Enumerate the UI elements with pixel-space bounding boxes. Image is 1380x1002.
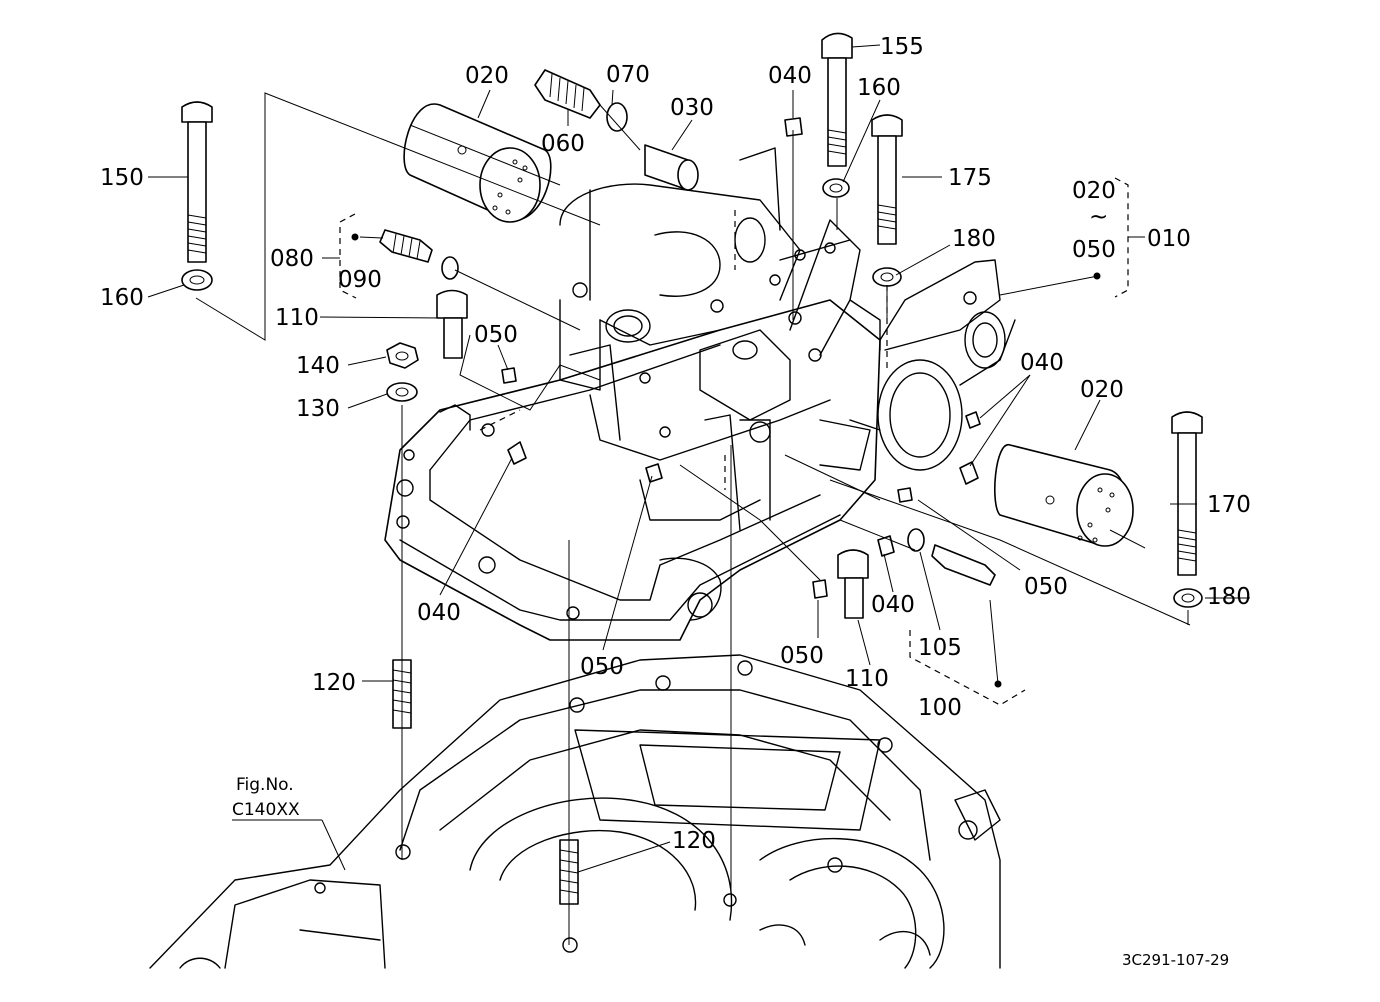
callout-080: 080 — [270, 246, 314, 272]
callout-050-right: 050 — [1024, 574, 1068, 600]
callout-170: 170 — [1207, 492, 1251, 518]
callout-100: 100 — [918, 695, 962, 721]
callout-040-right: 040 — [1020, 350, 1064, 376]
callout-155: 155 — [880, 34, 924, 60]
washer-160-left — [181, 269, 213, 291]
fig-ref-label: Fig.No. — [236, 775, 294, 795]
callout-110-right: 110 — [845, 666, 889, 692]
range-tilde: ~ — [1089, 204, 1108, 230]
callout-180-top: 180 — [952, 226, 996, 252]
washer-180-top — [872, 267, 902, 287]
callout-020-right: 020 — [1080, 377, 1124, 403]
plug-110-right — [837, 549, 869, 619]
fitting-080 — [379, 229, 433, 263]
callout-120-lower: 120 — [672, 828, 716, 854]
hydraulic-cover — [384, 147, 1016, 641]
callout-120-left: 120 — [312, 670, 356, 696]
bolt-175 — [871, 114, 903, 245]
setscrews — [501, 117, 981, 599]
callout-050-center: 050 — [580, 654, 624, 680]
bolt-155 — [821, 32, 853, 167]
callout-150: 150 — [100, 165, 144, 191]
bolt-150 — [181, 101, 213, 263]
oring-105 — [907, 528, 925, 552]
callout-020-range: 020 — [1072, 178, 1116, 204]
callout-050-bottom: 050 — [780, 643, 824, 669]
oring-090 — [441, 256, 459, 280]
bracket-100 — [909, 630, 1026, 706]
callout-060: 060 — [541, 131, 585, 157]
drawing-code: 3C291-107-29 — [1122, 951, 1229, 969]
fitting-105 — [931, 544, 996, 586]
callout-110-left: 110 — [275, 305, 319, 331]
callout-040-bottom-left: 040 — [417, 600, 461, 626]
fitting-060 — [534, 69, 601, 119]
callout-070: 070 — [606, 62, 650, 88]
callout-160-left: 160 — [100, 285, 144, 311]
callout-180-bottom: 180 — [1207, 584, 1251, 610]
leader-lines — [147, 44, 1250, 873]
callout-labels: 150 160 020 060 070 030 040 155 160 175 … — [100, 34, 1251, 969]
callout-050-a: 050 — [474, 322, 518, 348]
washer-160-right — [822, 178, 850, 198]
callout-105: 105 — [918, 635, 962, 661]
pipe-030 — [644, 144, 699, 191]
fig-ref-code: C140XX — [232, 800, 300, 820]
callout-040-bottom-right: 040 — [871, 592, 915, 618]
bracket-080 — [322, 213, 357, 299]
callout-130: 130 — [296, 396, 340, 422]
oring-070 — [606, 102, 628, 132]
bolt-170 — [1171, 411, 1203, 576]
callout-020-left: 020 — [465, 63, 509, 89]
callout-030: 030 — [670, 95, 714, 121]
callout-140: 140 — [296, 353, 340, 379]
washer-130 — [386, 382, 418, 402]
bracket-010 — [1114, 177, 1145, 298]
transmission-case — [149, 654, 1001, 969]
callout-175: 175 — [948, 165, 992, 191]
bushing-020-left — [403, 103, 552, 223]
callout-040-top: 040 — [768, 63, 812, 89]
callout-090: 090 — [338, 267, 382, 293]
callout-010: 010 — [1147, 226, 1191, 252]
callout-160-right: 160 — [857, 75, 901, 101]
callout-050-range: 050 — [1072, 237, 1116, 263]
washer-180-bottom — [1173, 588, 1203, 608]
assembly-lines — [195, 92, 1191, 945]
bushing-020-right — [994, 444, 1134, 547]
plug-110-left — [436, 289, 468, 359]
nut-140 — [386, 342, 419, 369]
